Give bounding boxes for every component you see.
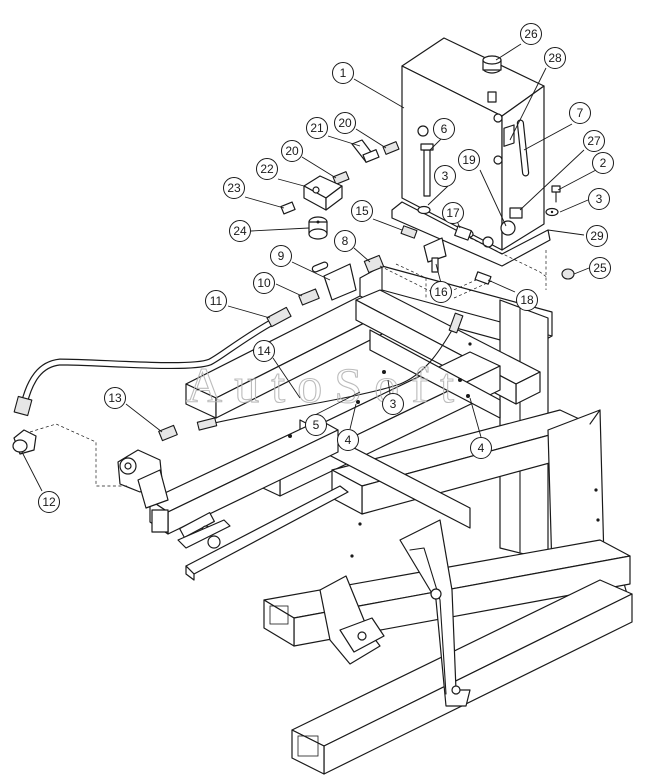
callout-label: 21 [310, 121, 324, 135]
callout-c3c: 3 [382, 393, 404, 415]
callout-label: 27 [587, 134, 601, 148]
callout-c4a: 4 [337, 429, 359, 451]
callout-label: 26 [524, 27, 538, 41]
callout-c9: 9 [270, 245, 292, 267]
pto-pump [117, 449, 169, 509]
callout-label: 17 [446, 206, 460, 220]
callout-label: 3 [442, 169, 449, 183]
callout-c20b: 20 [281, 140, 303, 162]
callout-label: 11 [210, 294, 223, 308]
callout-label: 23 [227, 181, 241, 195]
callout-label: 24 [233, 224, 247, 238]
callout-label: 20 [285, 144, 299, 158]
callout-c21: 21 [306, 117, 328, 139]
callout-c19: 19 [458, 149, 480, 171]
callout-label: 13 [108, 391, 122, 405]
callout-label: 9 [278, 249, 285, 263]
callout-label: 5 [313, 418, 320, 432]
callout-label: 25 [593, 261, 607, 275]
callout-c20a: 20 [334, 112, 356, 134]
callout-c27: 27 [583, 130, 605, 152]
callout-c13: 13 [104, 387, 126, 409]
callout-c3a: 3 [434, 165, 456, 187]
hardware-parts [12, 139, 575, 455]
callout-c26: 26 [520, 23, 542, 45]
callout-label: 7 [577, 106, 584, 120]
callout-c10: 10 [253, 272, 275, 294]
leader-lines [21, 43, 597, 492]
callout-c7: 7 [569, 102, 591, 124]
lift-frame [149, 265, 633, 775]
callout-label: 4 [478, 441, 485, 455]
callout-c17: 17 [442, 202, 464, 224]
callout-c24: 24 [229, 220, 251, 242]
callout-label: 2 [600, 156, 607, 170]
callout-label: 16 [434, 285, 448, 299]
callout-c5: 5 [305, 414, 327, 436]
callout-c3b: 3 [588, 188, 610, 210]
callout-label: 12 [42, 495, 56, 509]
callout-c8: 8 [334, 230, 356, 252]
callout-label: 20 [338, 116, 352, 130]
callout-label: 4 [345, 433, 352, 447]
callout-label: 29 [590, 229, 604, 243]
callout-label: 22 [260, 162, 274, 176]
callout-c25: 25 [589, 257, 611, 279]
callout-c12: 12 [38, 491, 60, 513]
callout-label: 10 [257, 276, 271, 290]
callout-c11: 11 [205, 290, 227, 312]
callout-label: 15 [355, 204, 369, 218]
callout-c2: 2 [592, 152, 614, 174]
callout-c23: 23 [223, 177, 245, 199]
callout-label: 3 [390, 397, 397, 411]
callout-label: 6 [441, 122, 448, 136]
hydraulic-tank [391, 37, 551, 267]
callout-label: 3 [596, 192, 603, 206]
callout-c18: 18 [516, 289, 538, 311]
callout-label: 19 [462, 153, 476, 167]
callout-label: 28 [548, 51, 562, 65]
callout-c22: 22 [256, 158, 278, 180]
callout-c14: 14 [253, 340, 275, 362]
callout-c28: 28 [544, 47, 566, 69]
callout-label: 18 [520, 293, 534, 307]
callout-c4b: 4 [470, 437, 492, 459]
callout-label: 1 [340, 66, 347, 80]
callout-label: 8 [342, 234, 349, 248]
callout-c29: 29 [586, 225, 608, 247]
callout-c1: 1 [332, 62, 354, 84]
callout-c15: 15 [351, 200, 373, 222]
callout-c6: 6 [433, 118, 455, 140]
hydraulic-hoses [13, 306, 464, 431]
callout-label: 14 [257, 344, 271, 358]
callout-c16: 16 [430, 281, 452, 303]
